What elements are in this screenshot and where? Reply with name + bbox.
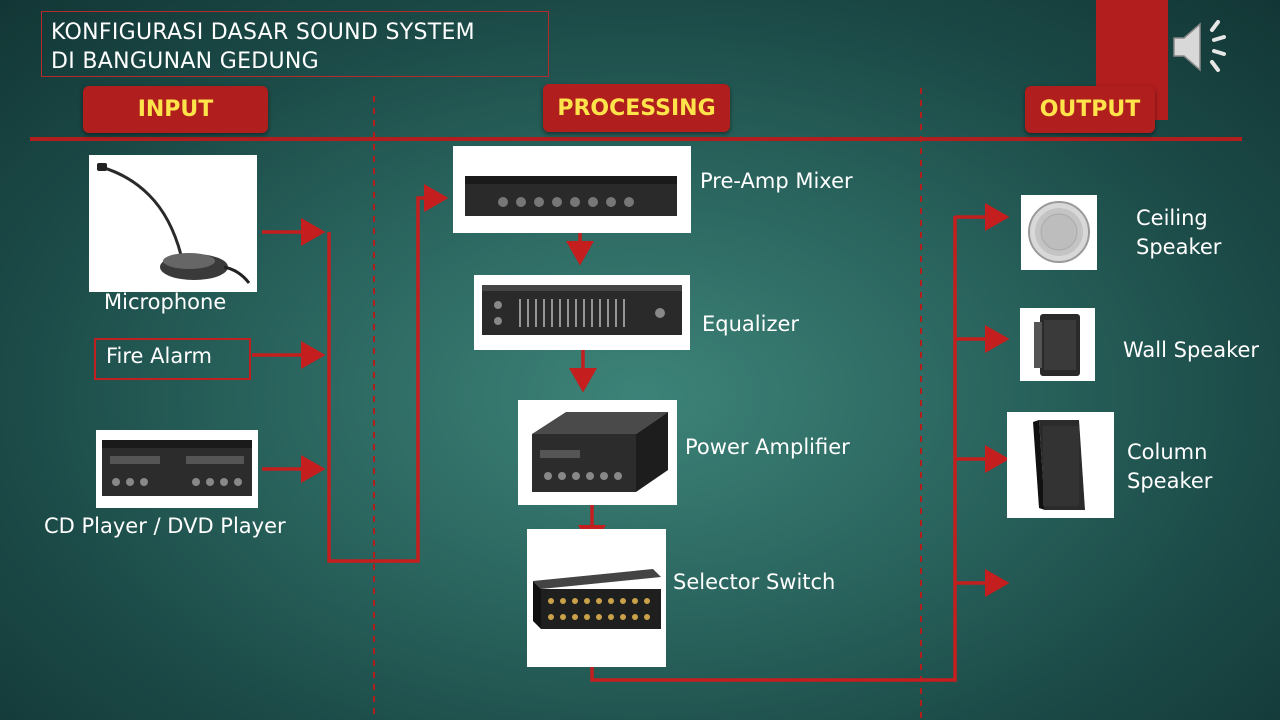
title-line-2: DI BANGUNAN GEDUNG [51,49,320,74]
fire-alarm-label: Fire Alarm [94,338,251,380]
wall-speaker-image [1020,308,1095,381]
section-header-output: OUTPUT [1025,86,1155,133]
microphone-image [89,155,257,292]
preamp-mixer-image [453,146,691,233]
wall-speaker-label: Wall Speaker [1123,338,1260,362]
section-header-processing: PROCESSING [543,84,730,132]
ceiling-speaker-label: Ceiling Speaker [1136,204,1221,262]
section-header-input: INPUT [83,86,268,133]
column-speaker-label-line2: Speaker [1127,469,1213,493]
ceiling-speaker-label-line1: Ceiling [1136,206,1208,230]
ceiling-speaker-image [1021,195,1097,270]
equalizer-image [474,275,690,350]
cd-player-image [96,430,258,508]
column-speaker-image [1007,412,1114,518]
equalizer-label: Equalizer [702,312,800,336]
speaker-audio-icon[interactable] [1168,18,1236,76]
selector-switch-label: Selector Switch [673,570,836,594]
selector-switch-image [527,529,666,667]
page-title: KONFIGURASI DASAR SOUND SYSTEM DI BANGUN… [41,11,549,77]
title-line-1: KONFIGURASI DASAR SOUND SYSTEM [51,20,475,45]
power-amplifier-label: Power Amplifier [685,435,850,459]
power-amplifier-image [518,400,677,505]
input-bus-line [327,184,449,563]
column-speaker-label: Column Speaker [1127,438,1212,496]
preamp-mixer-label: Pre-Amp Mixer [700,169,853,193]
column-speaker-label-line1: Column [1127,440,1208,464]
cd-player-label: CD Player / DVD Player [44,514,286,538]
ceiling-speaker-label-line2: Speaker [1136,235,1222,259]
microphone-label: Microphone [104,290,227,314]
